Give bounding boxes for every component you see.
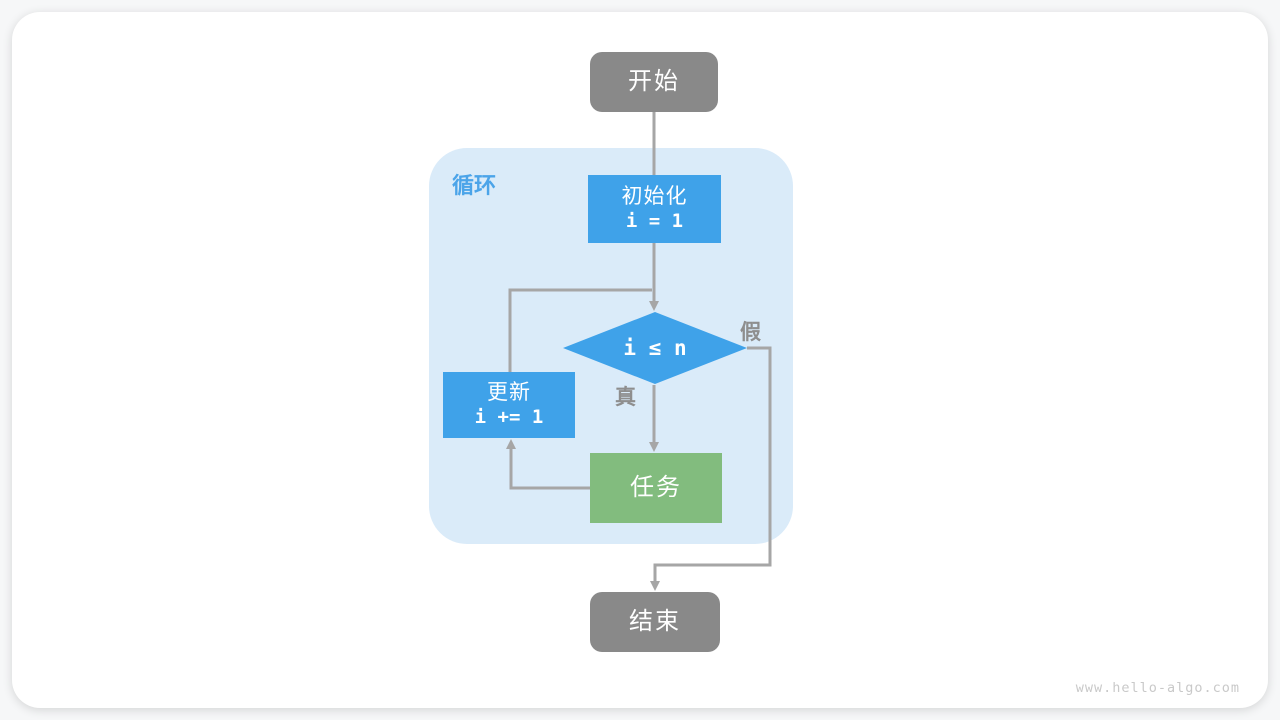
task-node: 任务 bbox=[590, 453, 722, 523]
update-node-title: 更新 bbox=[487, 381, 531, 404]
init-node-code: i = 1 bbox=[625, 210, 684, 233]
start-node: 开始 bbox=[590, 52, 718, 112]
condition-code: i ≤ n bbox=[623, 336, 687, 360]
init-node: 初始化 i = 1 bbox=[588, 175, 721, 243]
false-branch-label: 假 bbox=[740, 321, 761, 344]
update-node: 更新 i += 1 bbox=[443, 372, 575, 438]
edge-update-feedback bbox=[508, 288, 652, 372]
loop-region-label: 循环 bbox=[452, 173, 497, 198]
edge-condition-to-end-false bbox=[650, 346, 772, 591]
init-node-title: 初始化 bbox=[621, 185, 688, 208]
watermark-text: www.hello-algo.com bbox=[1075, 680, 1240, 696]
task-node-label: 任务 bbox=[630, 474, 682, 501]
true-branch-label: 真 bbox=[615, 386, 636, 409]
end-node-label: 结束 bbox=[629, 608, 681, 635]
end-node: 结束 bbox=[590, 592, 720, 652]
edge-task-to-update bbox=[506, 439, 590, 490]
start-node-label: 开始 bbox=[628, 68, 680, 95]
update-node-code: i += 1 bbox=[474, 406, 544, 429]
